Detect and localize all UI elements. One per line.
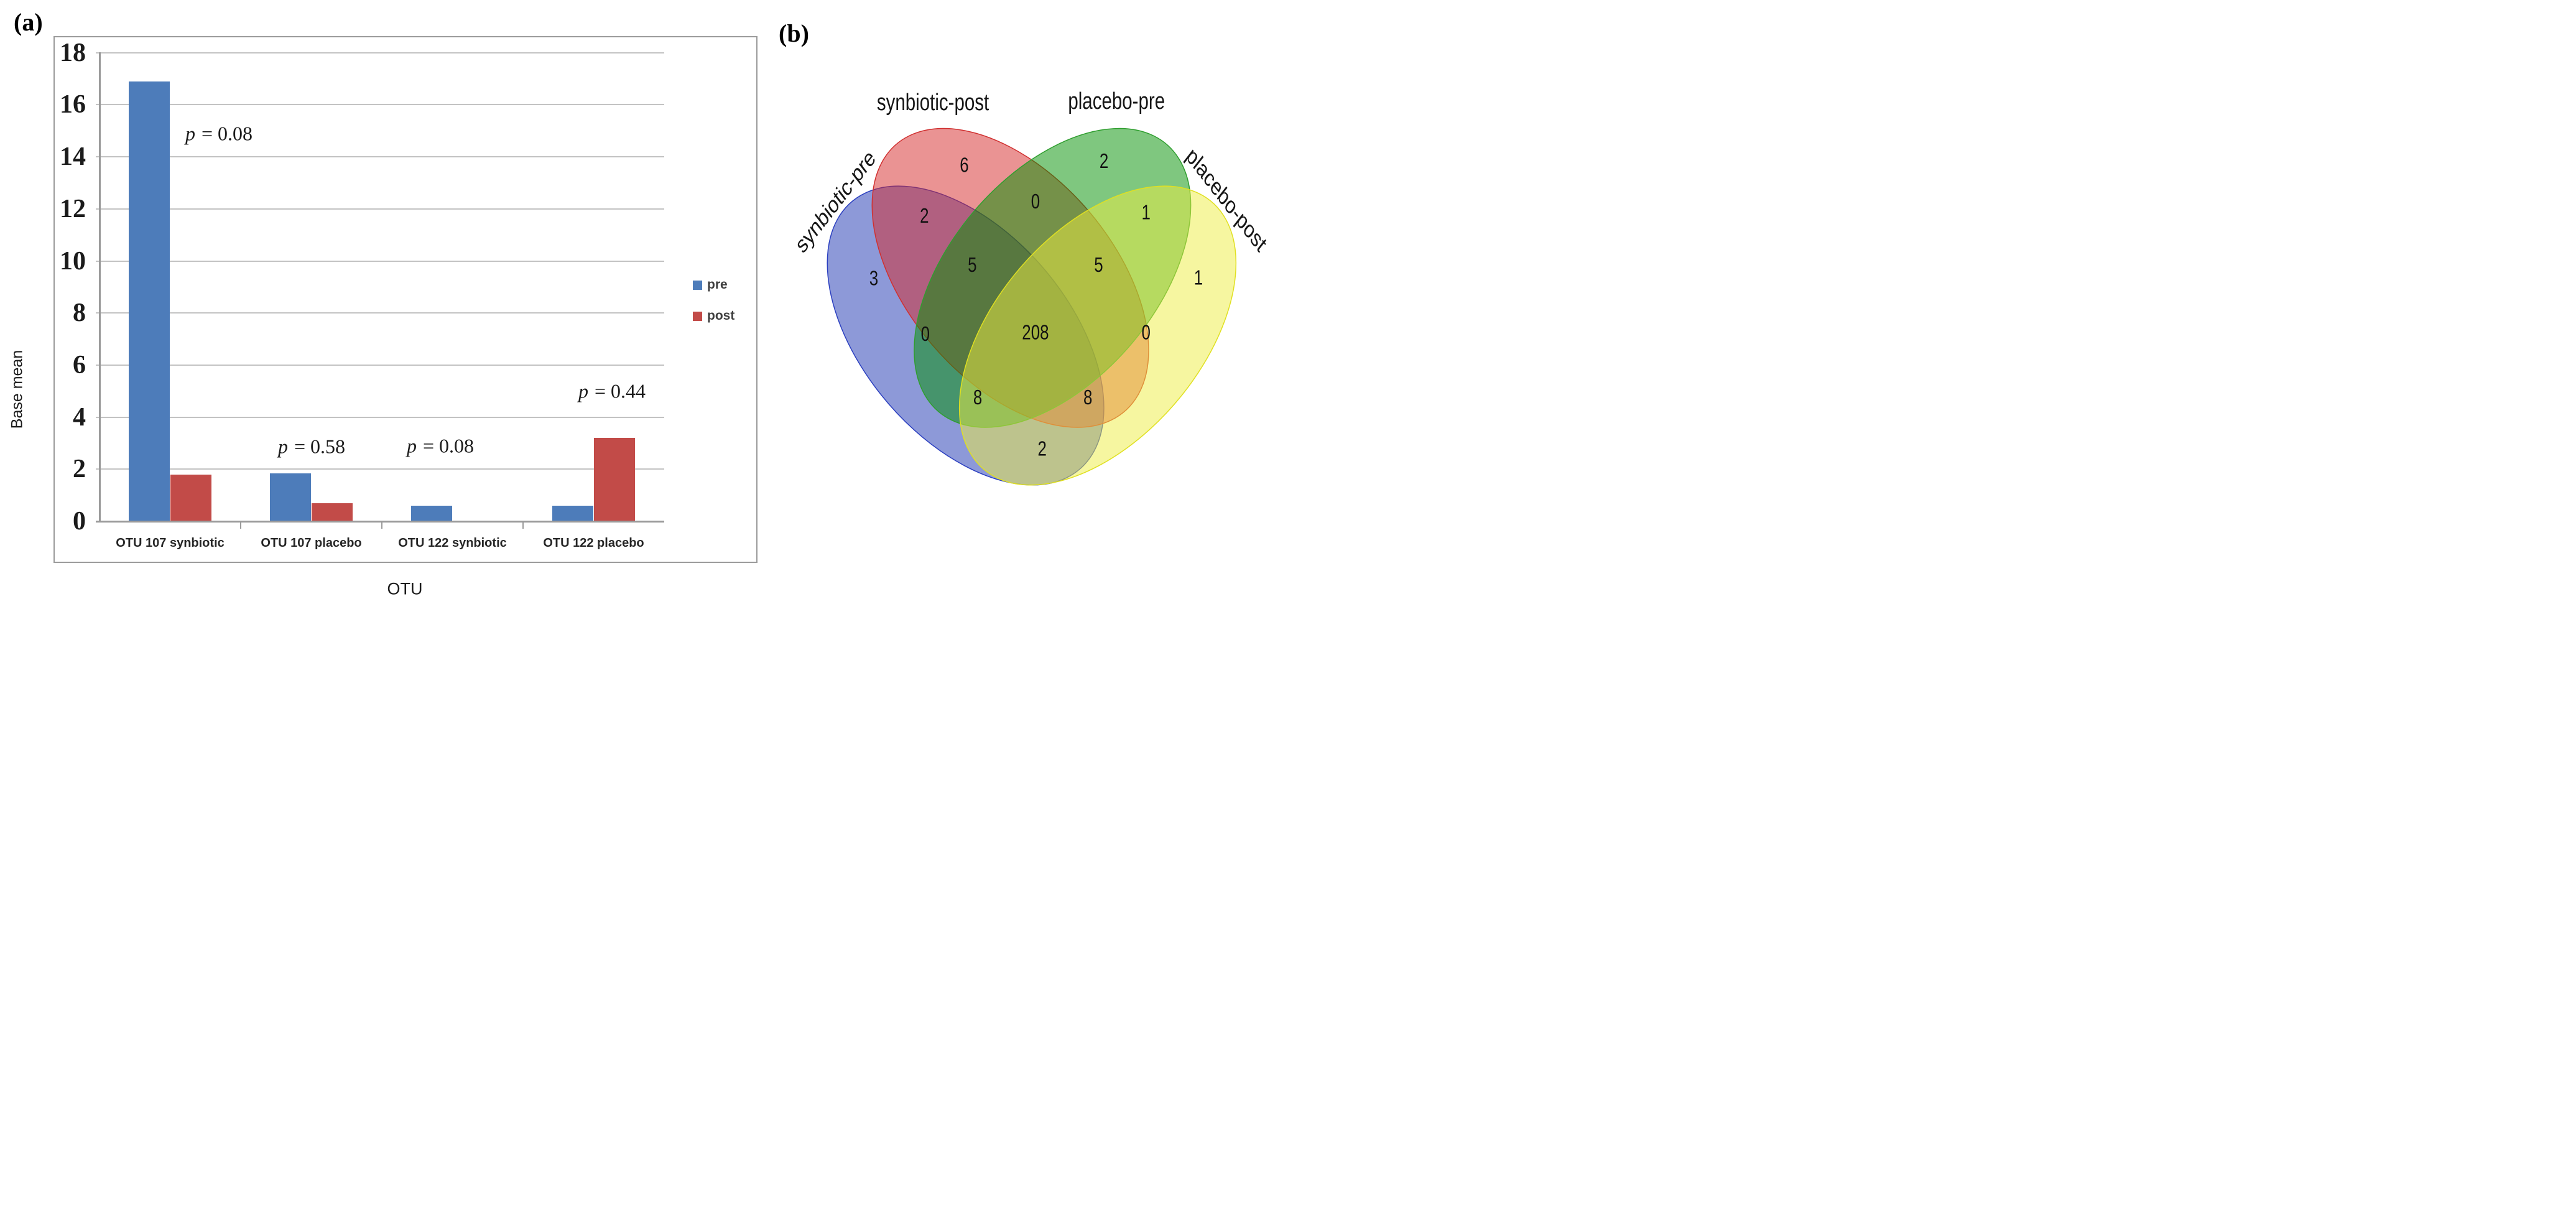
y-tick-label: 18 (60, 38, 86, 67)
venn-count-placebo-pre: 2 (1100, 150, 1108, 173)
bar-post-2 (312, 503, 353, 521)
venn-count-synbiotic-pre+placebo-pre+placebo-post: 8 (973, 386, 982, 409)
x-axis-baseline (96, 521, 664, 523)
gridline (96, 208, 664, 210)
gridline (96, 364, 664, 366)
venn-ellipse-placebo-post (918, 125, 1277, 513)
gridline (96, 312, 664, 314)
venn-count-synbiotic-post: 6 (960, 154, 968, 177)
p-value-label: p = 0.44 (578, 379, 646, 402)
x-category-label: OTU 122 synbiotic (398, 536, 507, 550)
venn-count-synbiotic-pre: 3 (869, 267, 878, 290)
x-axis-tick (522, 521, 524, 529)
panel-a-label: (a) (14, 8, 43, 36)
x-category-label: OTU 107 placebo (261, 536, 362, 550)
legend-swatch-pre (693, 280, 702, 290)
gridline (96, 52, 664, 53)
venn-count-synbiotic-pre+synbiotic-post+placebo-pre: 5 (968, 254, 976, 277)
bar-pre-3 (411, 505, 452, 521)
venn-count-placebo-post: 1 (1194, 266, 1203, 289)
gridline (96, 416, 664, 418)
venn-count-synbiotic-pre+synbiotic-post+placebo-pre+placebo-post: 208 (1022, 321, 1049, 344)
venn-count-synbiotic-pre+placebo-post: 2 (1038, 438, 1047, 461)
bar-post-4 (594, 438, 635, 521)
y-tick-label: 8 (73, 299, 86, 328)
y-axis-title: Base mean (8, 350, 26, 429)
y-tick-label: 14 (60, 142, 86, 172)
y-tick-label: 4 (73, 402, 86, 432)
y-tick-label: 6 (73, 350, 86, 379)
legend-item-pre: pre (693, 277, 728, 292)
p-value-label: p = 0.58 (277, 435, 346, 458)
x-axis-tick (381, 521, 382, 529)
x-category-label: OTU 107 synbiotic (116, 536, 225, 550)
legend-label-post: post (707, 309, 735, 323)
gridline (96, 260, 664, 262)
bar-post-1 (170, 474, 211, 521)
venn-set-label-synbiotic-post: synbiotic-post (877, 89, 989, 115)
x-category-label: OTU 122 placebo (543, 536, 644, 550)
y-tick-label: 16 (60, 90, 86, 119)
gridline (96, 468, 664, 470)
y-axis-line (99, 52, 101, 523)
p-italic: p (185, 122, 195, 145)
y-tick-label: 10 (60, 246, 86, 276)
legend-label-pre: pre (707, 277, 728, 292)
p-value-label: p = 0.08 (406, 434, 475, 457)
y-tick-label: 2 (73, 455, 86, 484)
x-axis-title: OTU (387, 579, 423, 598)
panel-b-label: (b) (779, 19, 809, 47)
gridline (96, 156, 664, 158)
venn-count-placebo-pre+placebo-post: 1 (1142, 202, 1151, 225)
bar-pre-1 (129, 81, 170, 521)
venn-count-synbiotic-post+placebo-pre+placebo-post: 5 (1094, 254, 1103, 277)
y-tick-label: 12 (60, 194, 86, 223)
legend-swatch-post (693, 311, 702, 321)
legend-item-post: post (693, 309, 734, 323)
bar-pre-4 (552, 505, 593, 521)
p-value-label: p = 0.08 (185, 122, 253, 145)
venn-count-synbiotic-pre+synbiotic-post: 2 (920, 205, 929, 228)
y-tick-label: 0 (73, 507, 86, 536)
venn-count-synbiotic-post+placebo-post: 0 (1142, 321, 1151, 344)
p-italic: p (406, 434, 417, 457)
venn-set-label-placebo-pre: placebo-pre (1068, 88, 1165, 114)
p-italic: p (277, 435, 288, 458)
venn-count-synbiotic-post+placebo-pre: 0 (1031, 190, 1040, 213)
x-axis-tick (240, 521, 241, 529)
p-italic: p (578, 379, 588, 402)
gridline (96, 104, 664, 106)
venn-count-synbiotic-pre+synbiotic-post+placebo-post: 8 (1083, 386, 1092, 409)
bar-pre-2 (270, 473, 311, 521)
venn-count-synbiotic-pre+placebo-pre: 0 (921, 323, 930, 346)
